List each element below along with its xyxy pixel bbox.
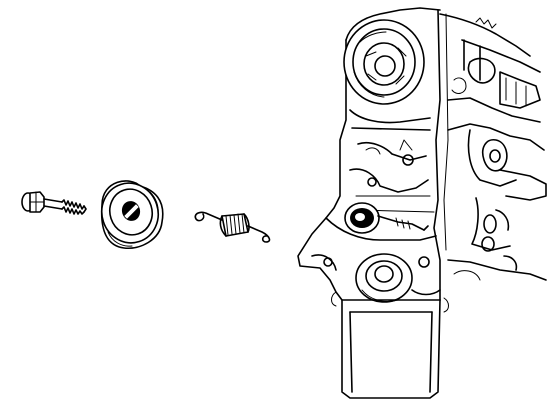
tensioner-spring-icon: [194, 211, 271, 243]
tensioner-pulley-icon: [100, 180, 164, 249]
tensioner-bolt-icon: [21, 191, 87, 215]
engine-block-icon: [297, 7, 547, 399]
